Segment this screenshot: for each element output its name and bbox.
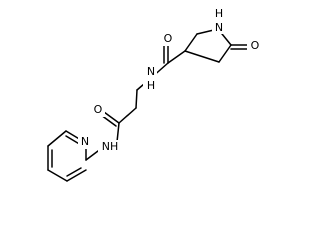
bond-ch2-to-amide2 — [118, 107, 137, 124]
atom-amide1-nh-h: H — [147, 79, 155, 92]
bond-pyridine-c6-c5 — [47, 130, 67, 147]
bond-ring-c2-c3 — [184, 50, 220, 63]
atom-amide1-o-bg — [161, 32, 175, 46]
atom-amide1-nh-bg — [143, 67, 157, 93]
bond-pyridine-inner-3 — [66, 167, 82, 177]
atom-pyridine-n-bg — [78, 135, 92, 149]
bond-layer — [47, 28, 252, 182]
bond-ring-c5-c2 — [218, 44, 232, 63]
bond-ch2-ch2 — [135, 89, 138, 109]
atom-amide2-nh: NH — [98, 140, 122, 154]
atom-amide2-o: O — [91, 103, 105, 117]
bond-ring-c3-c4 — [184, 33, 198, 52]
atom-amide2-nh-label: NH — [102, 140, 119, 153]
atom-amide2-o-bg — [91, 103, 105, 117]
atom-ring-nh: H N — [212, 7, 226, 34]
atom-layer: H N O O N H O NH N — [78, 7, 261, 154]
atom-amide2-nh-bg — [98, 140, 122, 154]
atom-pyridine-n: N — [78, 135, 92, 149]
bond-amide2-carbonyl-a — [103, 111, 120, 124]
bond-amide2-to-nh — [116, 122, 120, 143]
atom-ring-nh-bg — [212, 8, 226, 34]
atom-amide1-nh: N H — [143, 65, 157, 93]
atom-pyridine-n-label: N — [81, 135, 89, 148]
atom-amide1-o: O — [161, 32, 175, 46]
atom-ring-nh-n: N — [215, 21, 223, 34]
bond-ring-to-carboxamide — [167, 50, 186, 64]
chemical-structure: H N O O N H O NH N — [47, 7, 261, 182]
bond-pyridine-c3-c2 — [66, 169, 87, 182]
atom-ring-nh-h: H — [215, 7, 223, 20]
atom-amide2-o-label: O — [94, 103, 103, 116]
atom-ring-o: O — [247, 39, 261, 53]
bond-pyridine-c4-c3 — [47, 169, 68, 182]
atom-amide1-nh-n: N — [147, 65, 155, 78]
atom-amide1-o-label: O — [164, 32, 173, 45]
atom-ring-o-bg — [247, 39, 261, 53]
atom-ring-o-label: O — [251, 39, 260, 52]
